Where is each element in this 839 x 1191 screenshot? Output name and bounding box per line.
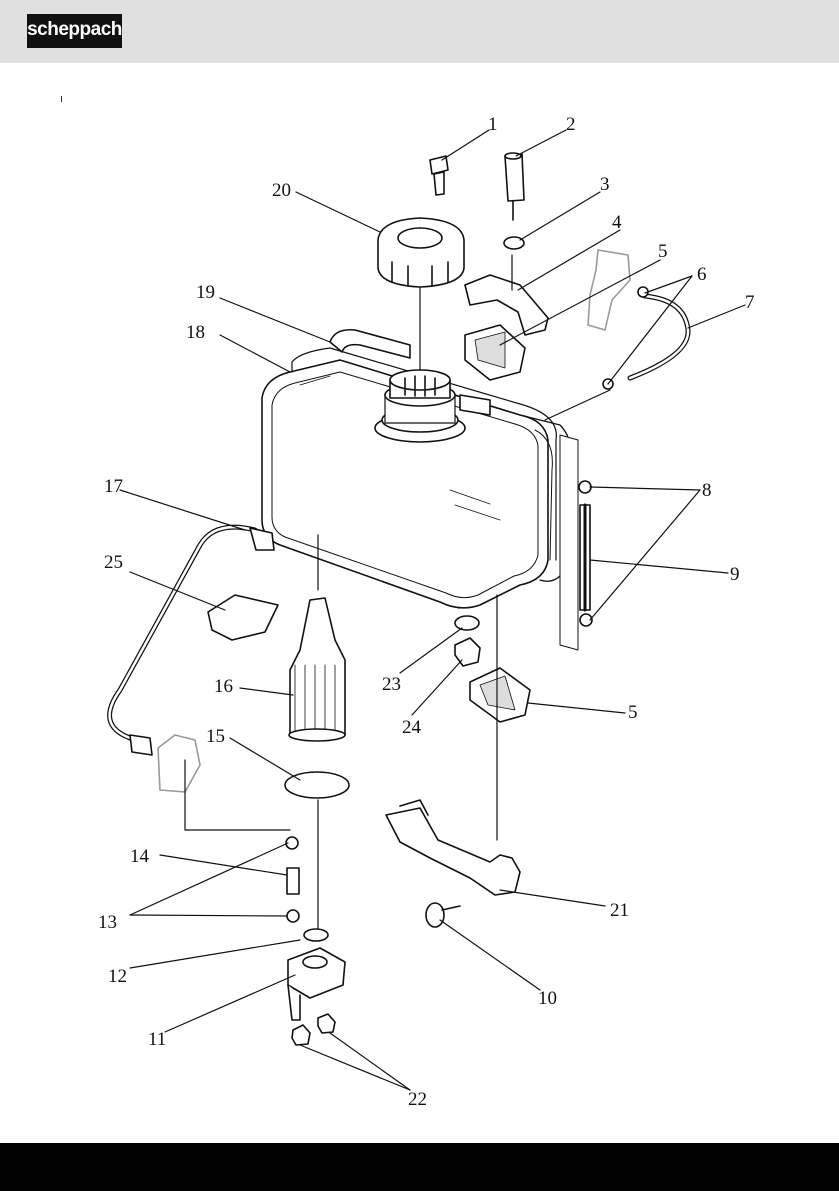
washer-12 <box>304 929 328 941</box>
plate-25 <box>208 595 278 640</box>
faded-fuel-filter-part <box>588 250 630 330</box>
callout-13: 13 <box>98 912 117 933</box>
washer-23 <box>455 616 479 630</box>
callout-8: 8 <box>702 480 712 501</box>
mounting-bracket-top <box>465 255 548 335</box>
callout-7: 7 <box>745 292 755 313</box>
nut-24 <box>455 638 480 666</box>
hose-14 <box>287 868 299 894</box>
callout-2: 2 <box>566 114 576 135</box>
callout-20: 20 <box>272 180 291 201</box>
lower-bracket <box>386 800 520 895</box>
callout-22: 22 <box>408 1089 427 1110</box>
stud-2 <box>505 153 524 220</box>
fuel-line <box>110 527 274 755</box>
callout-21: 21 <box>610 900 629 921</box>
fuel-cock <box>288 948 345 1020</box>
page-footer-bar <box>0 1143 839 1191</box>
callout-24: 24 <box>402 717 422 738</box>
bolt-1 <box>430 156 448 195</box>
callout-10: 10 <box>538 988 557 1009</box>
callout-23: 23 <box>382 674 401 695</box>
callout-19: 19 <box>196 282 215 303</box>
callout-16: 16 <box>214 676 233 697</box>
callout-11: 11 <box>148 1029 166 1050</box>
fuel-gauge <box>560 435 592 650</box>
callout-25: 25 <box>104 552 123 573</box>
fuel-filter-element <box>289 598 345 741</box>
faded-carburetor-part <box>158 735 200 792</box>
callout-6: 6 <box>697 264 707 285</box>
fuel-tank-exploded-diagram: 1 2 3 4 5 6 7 8 9 5 10 11 12 13 14 15 16… <box>0 63 839 1143</box>
page-header: scheppach <box>0 0 839 63</box>
callout-18: 18 <box>186 322 205 343</box>
nut-22-right <box>318 1014 335 1033</box>
rubber-pad-lower <box>470 668 530 722</box>
rubber-pad-top <box>465 325 525 380</box>
callout-4: 4 <box>612 212 622 233</box>
callout-1: 1 <box>488 114 498 135</box>
nut-22-left <box>292 1025 310 1045</box>
callout-3: 3 <box>600 174 610 195</box>
callout-17: 17 <box>104 476 123 497</box>
callout-15: 15 <box>206 726 225 747</box>
callout-5-lower: 5 <box>628 702 638 723</box>
callout-14: 14 <box>130 846 150 867</box>
callout-9: 9 <box>730 564 740 585</box>
gasket-15 <box>285 772 349 798</box>
scheppach-logo: scheppach <box>27 14 122 48</box>
callout-5-top: 5 <box>658 241 668 262</box>
bolt-10 <box>426 903 460 927</box>
callout-12: 12 <box>108 966 127 987</box>
hose-clip-bottom <box>287 910 299 922</box>
